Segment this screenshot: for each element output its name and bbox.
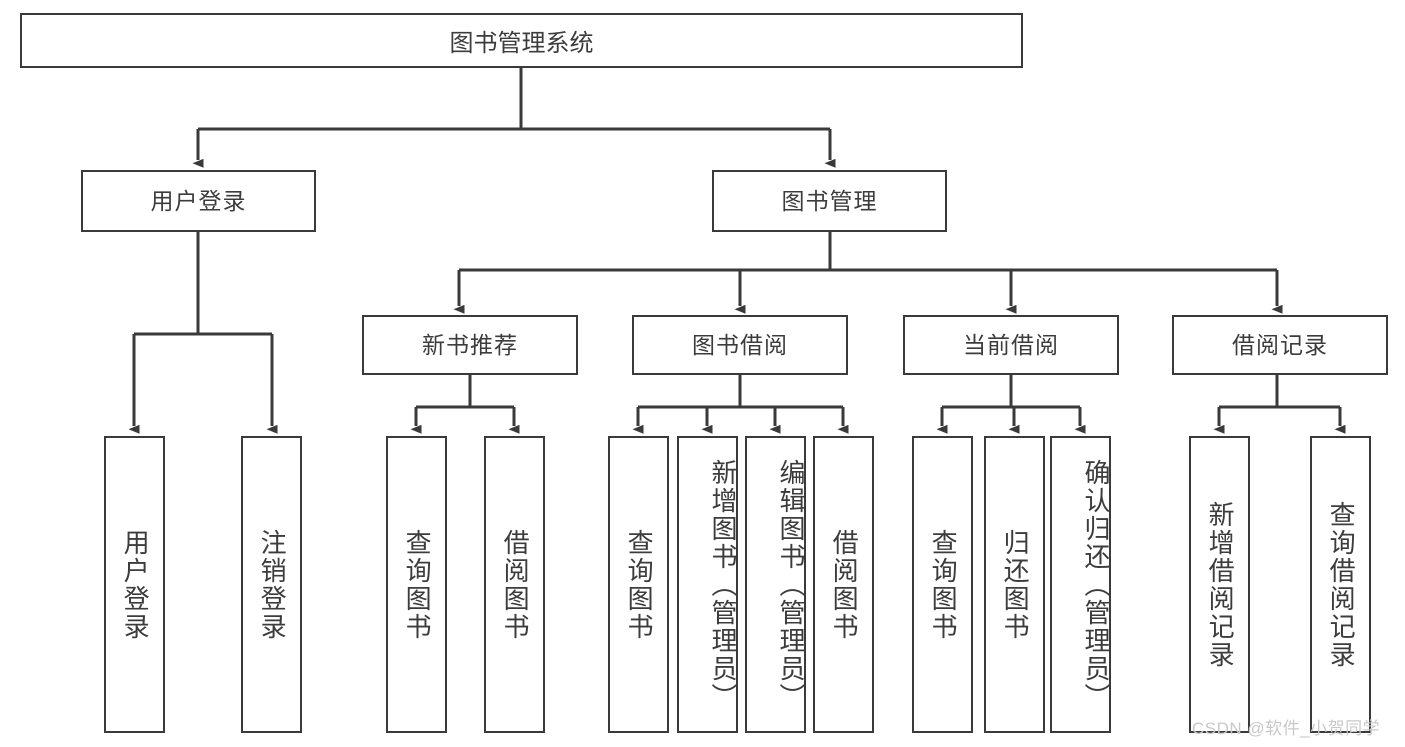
node-root-label: 图书管理系统 — [449, 30, 594, 57]
leaf-add-borrow-record[interactable]: 新增借阅记录 — [1189, 436, 1250, 733]
node-new-book-recommend-label: 新书推荐 — [422, 331, 518, 358]
leaf-user-login[interactable]: 用户登录 — [104, 436, 165, 733]
leaf-logout-login[interactable]: 注销登录 — [241, 436, 302, 733]
leaf-confirm-return-admin-label: 确认归还（管理员） — [1081, 458, 1111, 711]
leaf-borrow-book-recommend-label: 借阅图书 — [500, 528, 531, 641]
node-book-borrow[interactable]: 图书借阅 — [632, 315, 848, 375]
leaf-add-borrow-record-label: 新增借阅记录 — [1205, 500, 1236, 669]
leaf-query-book-recommend-label: 查询图书 — [402, 528, 433, 641]
leaf-add-book-admin-label: 新增图书（管理员） — [708, 458, 738, 711]
leaf-borrow-book-recommend[interactable]: 借阅图书 — [484, 436, 545, 733]
leaf-user-login-label: 用户登录 — [120, 528, 151, 641]
leaf-edit-book-admin[interactable]: 编辑图书（管理员） — [745, 436, 806, 733]
leaf-query-book-borrow-label: 查询图书 — [624, 528, 655, 641]
node-book-borrow-label: 图书借阅 — [692, 331, 788, 358]
leaf-return-book-label: 归还图书 — [1000, 528, 1031, 641]
csdn-watermark: CSDN @软件_小贺同学 — [1192, 719, 1381, 738]
leaf-confirm-return-admin[interactable]: 确认归还（管理员） — [1050, 436, 1111, 733]
leaf-query-book-current[interactable]: 查询图书 — [912, 436, 973, 733]
leaf-return-book[interactable]: 归还图书 — [984, 436, 1045, 733]
leaf-query-book-borrow[interactable]: 查询图书 — [608, 436, 669, 733]
leaf-query-book-current-label: 查询图书 — [928, 528, 959, 641]
node-user-login[interactable]: 用户登录 — [81, 170, 316, 232]
node-book-management[interactable]: 图书管理 — [712, 170, 947, 232]
leaf-borrow-book[interactable]: 借阅图书 — [813, 436, 874, 733]
node-current-borrow-label: 当前借阅 — [963, 331, 1059, 358]
leaf-query-borrow-record-label: 查询借阅记录 — [1326, 500, 1357, 669]
node-new-book-recommend[interactable]: 新书推荐 — [362, 315, 578, 375]
node-book-management-label: 图书管理 — [781, 187, 878, 214]
leaf-borrow-book-label: 借阅图书 — [829, 528, 860, 641]
leaf-query-book-recommend[interactable]: 查询图书 — [386, 436, 447, 733]
node-current-borrow[interactable]: 当前借阅 — [903, 315, 1119, 375]
node-borrow-record-label: 借阅记录 — [1232, 331, 1328, 358]
node-root[interactable]: 图书管理系统 — [20, 13, 1023, 68]
leaf-add-book-admin[interactable]: 新增图书（管理员） — [677, 436, 738, 733]
leaf-edit-book-admin-label: 编辑图书（管理员） — [776, 458, 806, 711]
node-user-login-label: 用户登录 — [150, 187, 247, 214]
leaf-logout-login-label: 注销登录 — [257, 528, 288, 641]
leaf-query-borrow-record[interactable]: 查询借阅记录 — [1310, 436, 1371, 733]
node-borrow-record[interactable]: 借阅记录 — [1172, 315, 1388, 375]
